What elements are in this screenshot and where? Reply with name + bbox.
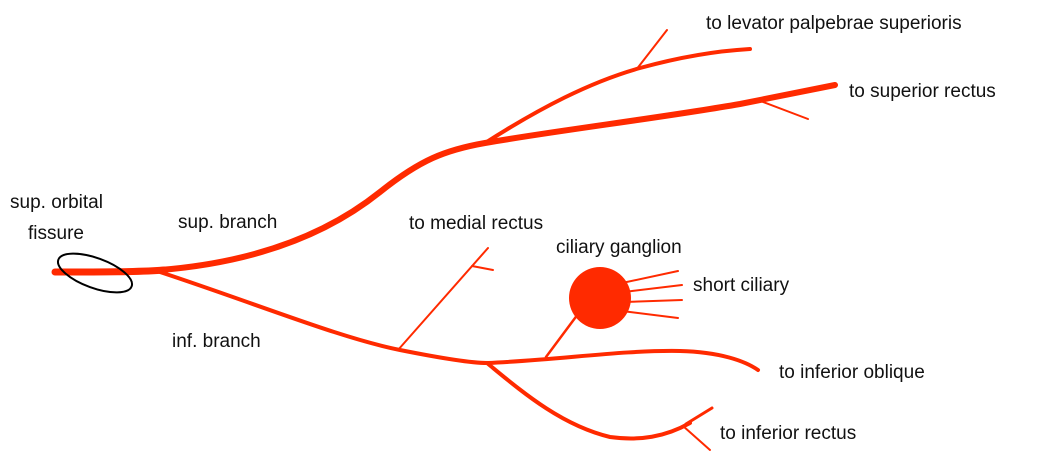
nerve-short-ciliary-3: [623, 299, 683, 303]
nerve-twig-superior-rectus: [757, 99, 809, 120]
label-fissure-line2: fissure: [28, 223, 84, 244]
label-inferior-oblique: to inferior oblique: [779, 362, 925, 383]
nerve-root-ciliary-ganglion: [544, 312, 580, 359]
nerve-superior-branch: [157, 82, 838, 273]
nerve-short-ciliary-2: [623, 284, 683, 293]
superior-orbital-fissure-outline: [56, 252, 134, 294]
nerve-branch-medial-rectus: [397, 247, 489, 351]
nerve-twig-medial-rectus: [471, 265, 494, 271]
label-ciliary-ganglion: ciliary ganglion: [556, 237, 682, 258]
nerve-short-ciliary-4: [621, 310, 679, 319]
nerve-branch-levator: [483, 47, 752, 145]
label-inferior-rectus: to inferior rectus: [720, 423, 856, 444]
nerve-short-ciliary-1: [621, 270, 679, 284]
nerve-twig-levator: [635, 29, 668, 71]
label-sup-branch: sup. branch: [178, 212, 277, 233]
nerve-twig-inferior-rectus-lower: [682, 425, 711, 451]
label-superior-rectus: to superior rectus: [849, 81, 996, 102]
label-levator: to levator palpebrae superioris: [706, 13, 962, 34]
nerve-inferior-branch: [158, 270, 489, 365]
nerve-branch-inferior-rectus: [485, 361, 692, 441]
label-short-ciliary: short ciliary: [693, 275, 790, 296]
ciliary-ganglion-node: [569, 267, 631, 329]
label-medial-rectus: to medial rectus: [409, 213, 543, 234]
label-inf-branch: inf. branch: [172, 331, 261, 352]
nerve-twig-inferior-rectus-upper: [684, 406, 714, 426]
label-fissure-line1: sup. orbital: [10, 192, 103, 213]
nerve-branch-inferior-oblique: [485, 348, 760, 372]
nerve-main-trunk: [51, 266, 169, 276]
